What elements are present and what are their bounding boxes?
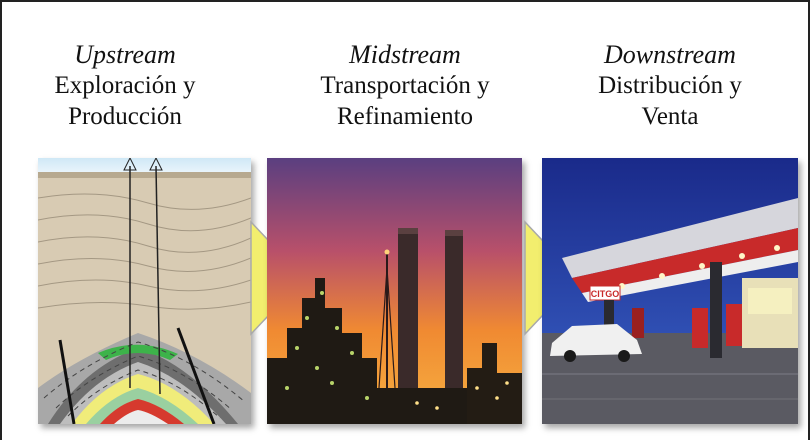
stage-name: Midstream [349,40,461,69]
stage-midstream-label: Midstream Transportación y Refinamiento [300,40,510,132]
stage-line1: Exploración y [54,72,196,99]
stage-line2: Refinamiento [336,103,474,130]
geological-cross-section-illustration [38,158,251,424]
gas-station-photo: CITGO [542,158,798,424]
stage-line1: Transportación y [320,72,490,99]
stage-downstream-label: Downstream Distribución y Venta [575,40,765,132]
stage-line1: Distribución y [598,72,742,99]
stage-line2: Producción [68,103,182,130]
refinery-at-sunset-photo [267,158,522,424]
stage-upstream-label: Upstream Exploración y Producción [30,40,220,132]
stage-name: Upstream [74,40,176,69]
citgo-logo: CITGO [591,289,620,299]
stage-line2: Venta [641,103,699,130]
stage-name: Downstream [604,40,736,69]
